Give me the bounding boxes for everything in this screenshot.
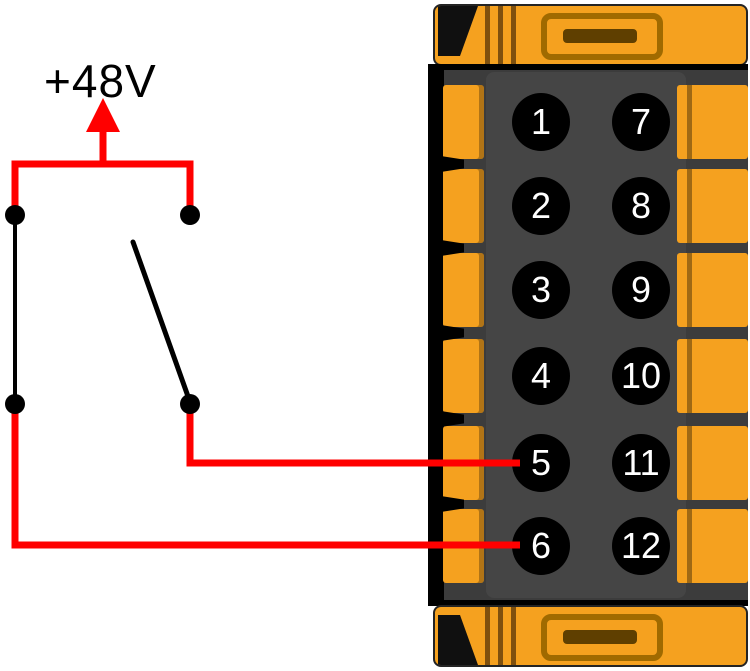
pin-8: 8 — [612, 177, 670, 235]
clamp-tab-right-4 — [677, 339, 748, 413]
voltage-arrowhead — [86, 98, 120, 132]
cap-latch-slot — [563, 630, 637, 644]
pin-3: 3 — [512, 261, 570, 319]
clamp-tab-left-3 — [443, 253, 484, 327]
edge-notch-3 — [428, 323, 464, 343]
connector-top-cap — [433, 4, 748, 66]
voltage-label: +48V — [44, 55, 157, 107]
clamp-tab-left-2 — [443, 169, 484, 243]
clamp-tab-right-1 — [677, 85, 748, 159]
cap-rib-stripe — [485, 607, 490, 665]
cap-rib-stripe — [485, 6, 490, 64]
clamp-tab-left-4 — [443, 339, 484, 413]
cap-latch-slot — [563, 29, 637, 43]
cap-latch — [541, 13, 663, 60]
clamp-tab-right-6 — [677, 509, 748, 583]
clamp-tab-right-3 — [677, 253, 748, 327]
pin-panel — [486, 72, 686, 598]
wire-to-pin-6 — [11, 404, 520, 549]
cap-rib-stripe — [498, 607, 503, 665]
clamp-tab-right-5 — [677, 426, 748, 500]
pin-1: 1 — [512, 93, 570, 151]
pin-2: 2 — [512, 177, 570, 235]
edge-notch-1 — [428, 154, 464, 174]
junction-dot-top-left — [5, 205, 25, 225]
pin-6: 6 — [512, 517, 570, 575]
clamp-tab-left-1 — [443, 85, 484, 159]
pin-5: 5 — [512, 434, 570, 492]
switch-blade — [130, 239, 193, 405]
pin-9: 9 — [612, 261, 670, 319]
edge-notch-4 — [428, 409, 464, 429]
cap-latch — [541, 614, 663, 661]
pin-4: 4 — [512, 347, 570, 405]
cap-rib-stripe — [498, 6, 503, 64]
pin-11: 11 — [612, 434, 670, 492]
voltage-arrow — [86, 98, 120, 166]
pin-12: 12 — [612, 517, 670, 575]
junction-dot-bottom-right — [180, 394, 200, 414]
supply-bus-wire — [11, 160, 194, 218]
edge-notch-2 — [428, 238, 464, 258]
cap-rib-stripe — [511, 6, 516, 64]
junction-dot-top-right — [180, 205, 200, 225]
clamp-tab-right-2 — [677, 169, 748, 243]
cap-rib-stripe — [511, 607, 516, 665]
pin-7: 7 — [612, 93, 670, 151]
wire-to-pin-5 — [186, 404, 520, 467]
edge-notch-5 — [428, 494, 464, 514]
junction-dot-bottom-left — [5, 394, 25, 414]
connector-bottom-cap — [433, 605, 748, 667]
pin-10: 10 — [612, 347, 670, 405]
